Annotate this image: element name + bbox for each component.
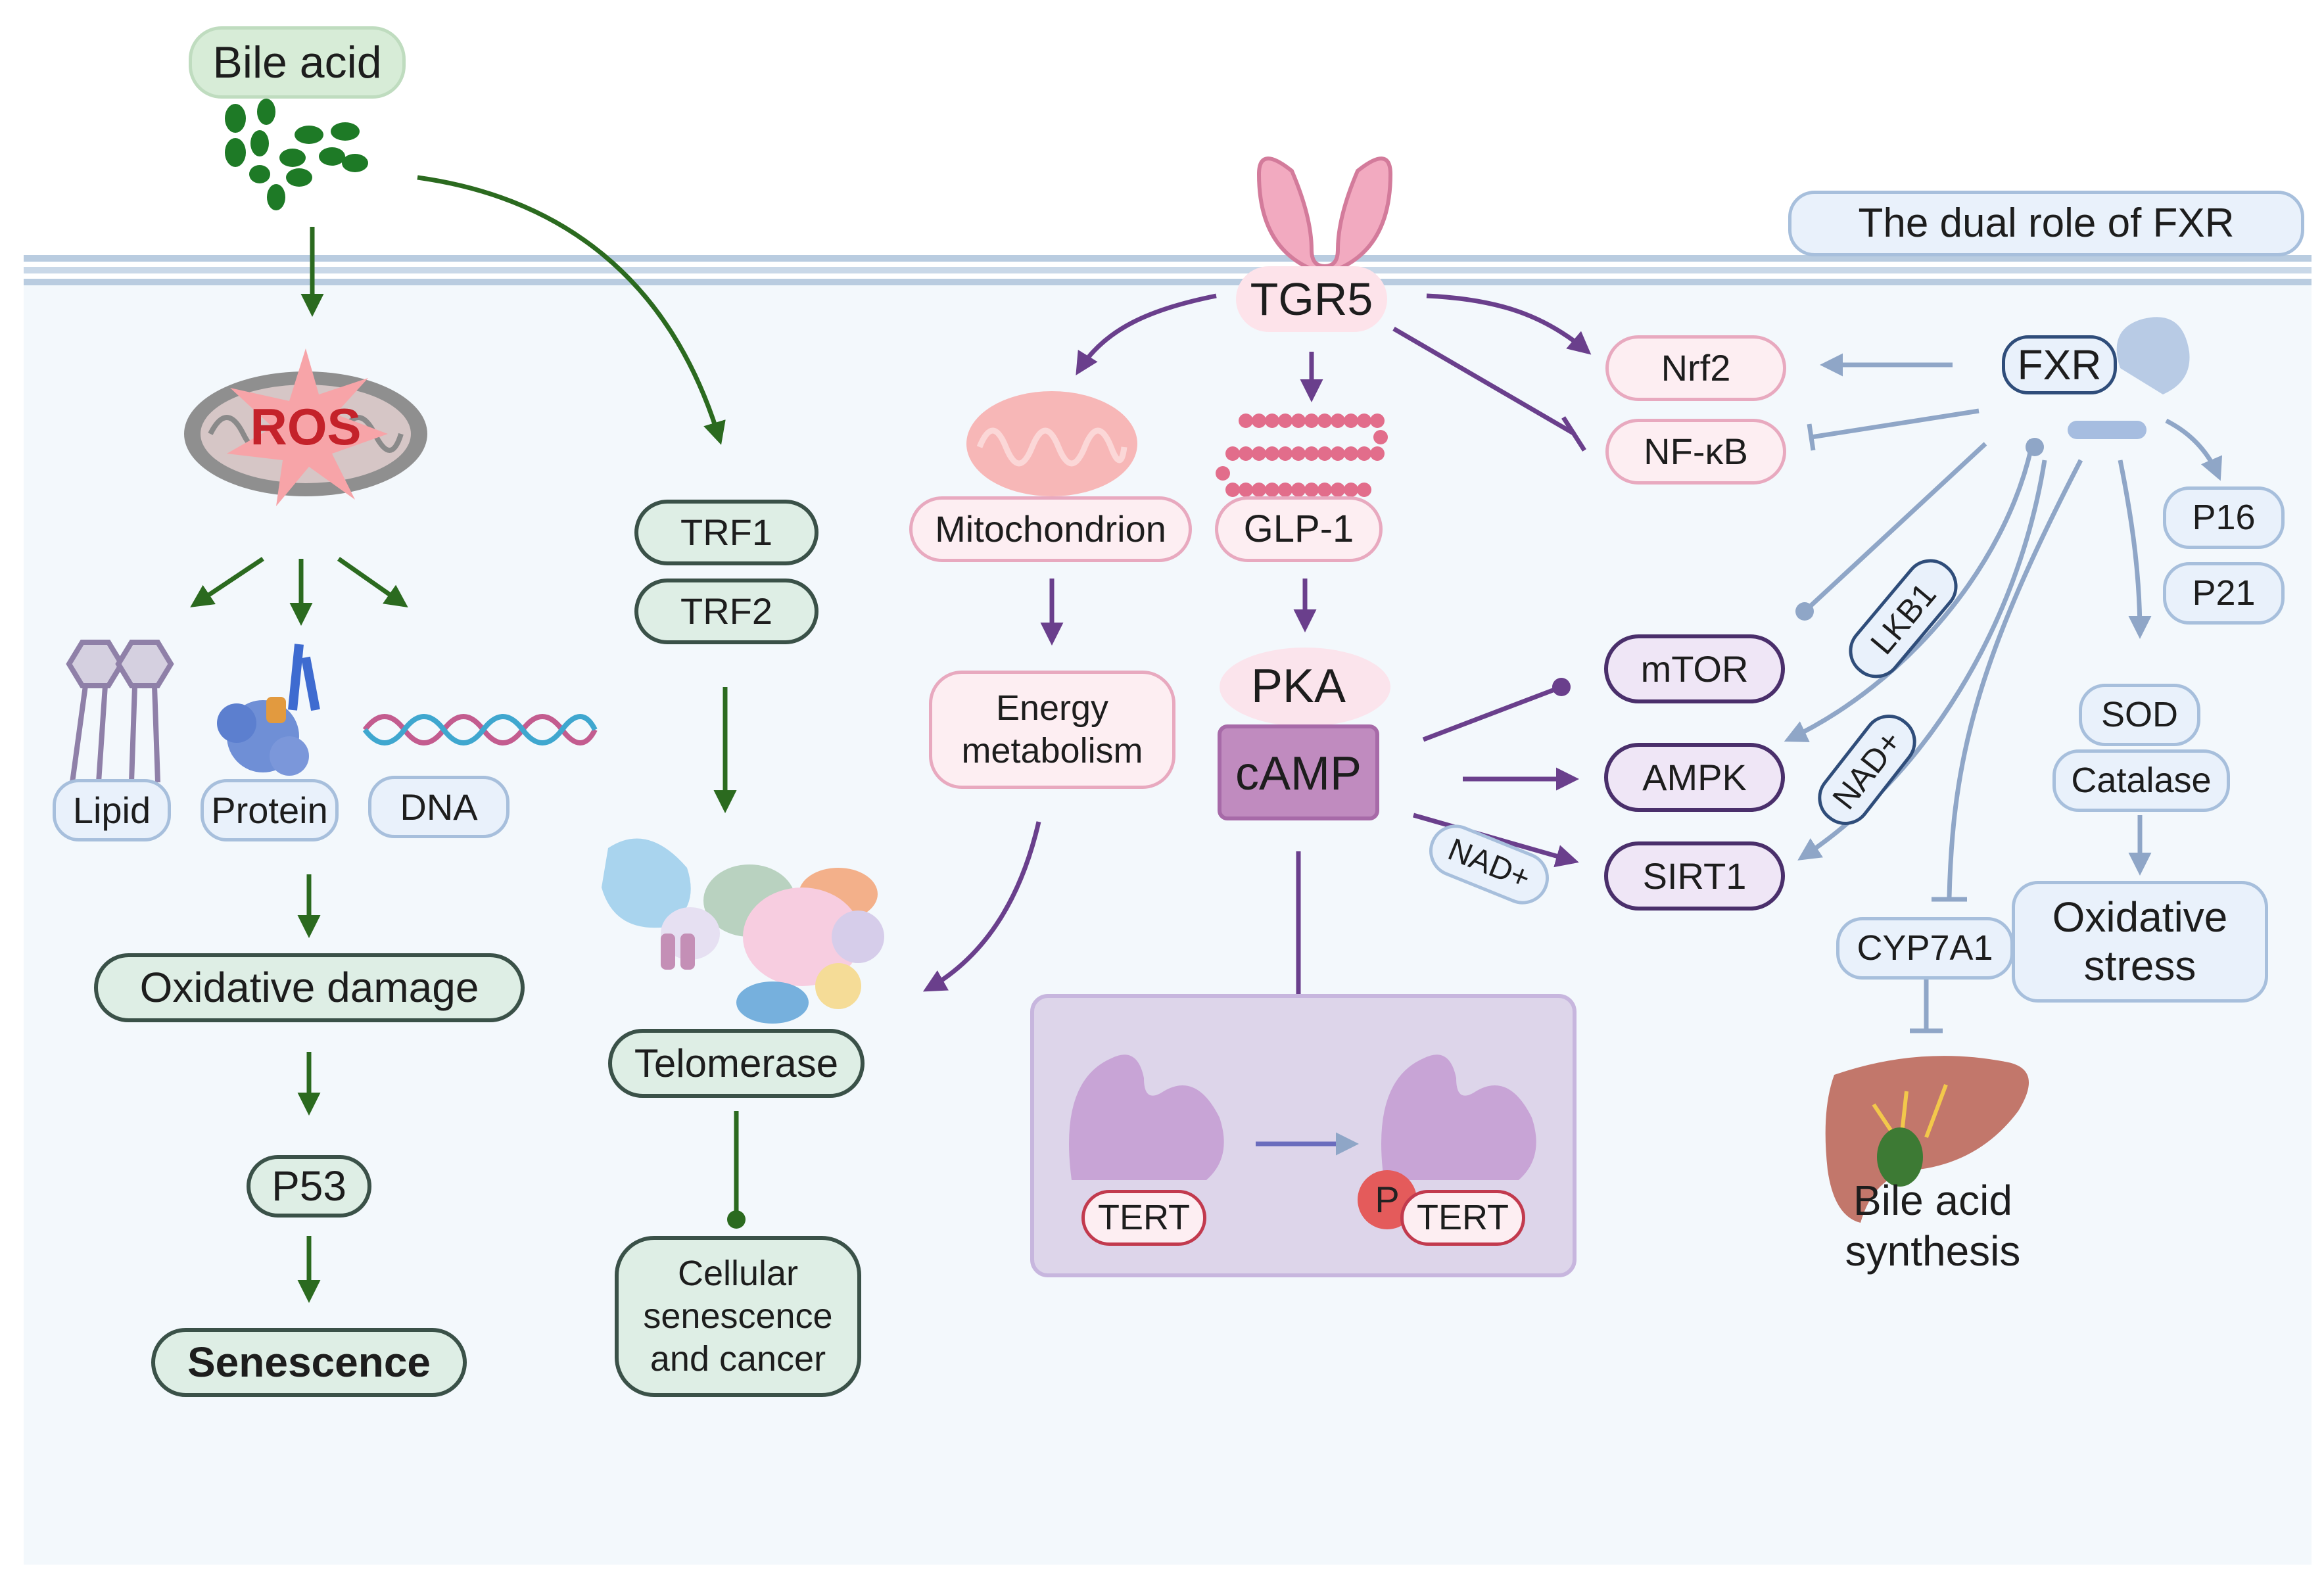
glp1-bead [1357, 414, 1371, 428]
trf1-label: TRF1 [634, 500, 818, 565]
bile-acid-granules-icon [225, 99, 368, 210]
sod-label: SOD [2079, 684, 2200, 746]
fxr-label: FXR [2002, 335, 2117, 394]
senescence-label: Senescence [151, 1328, 467, 1397]
glp1-chain-icon [1216, 414, 1388, 497]
glp1-bead [1252, 483, 1266, 497]
nfkb-label: NF-κB [1605, 419, 1786, 485]
glp1-label: GLP-1 [1215, 496, 1383, 562]
glp1-bead [1304, 483, 1319, 497]
tert-right-label: TERT [1400, 1190, 1525, 1246]
glp1-bead [1344, 446, 1358, 461]
glp1-bead [1291, 446, 1306, 461]
glp1-bead [1357, 483, 1371, 497]
p53-label: P53 [247, 1155, 371, 1218]
nrf2-label: Nrf2 [1605, 335, 1786, 401]
glp1-bead [1252, 414, 1266, 428]
fxr-receptor-icon [2068, 317, 2190, 439]
glp1-bead [1331, 414, 1345, 428]
glp1-bead [1278, 483, 1292, 497]
fxr-pathway-arrows [1784, 353, 2223, 1033]
lipid-label: Lipid [53, 779, 171, 841]
mitochondrion-pink-icon [966, 391, 1137, 496]
ros-label: ROS [250, 398, 362, 456]
glp1-bead [1370, 414, 1385, 428]
glp1-bead [1239, 446, 1253, 461]
glp1-bead [1331, 483, 1345, 497]
glp1-bead [1357, 446, 1371, 461]
ampk-label: AMPK [1604, 743, 1785, 812]
cell-membrane [24, 255, 2312, 285]
mitochondrion-ros-icon [184, 348, 427, 506]
glp1-bead [1373, 430, 1388, 444]
cellular-senescence-label: Cellular senescence and cancer [615, 1236, 861, 1397]
oxidative-stress-label: Oxidative stress [2012, 881, 2268, 1003]
glp1-bead [1344, 414, 1358, 428]
catalase-label: Catalase [2052, 749, 2230, 812]
pka-camp-icon [1218, 648, 1390, 820]
trf2-label: TRF2 [634, 579, 818, 644]
phospho-label: P [1375, 1179, 1400, 1221]
dna-icon [362, 714, 598, 745]
protein-icon [217, 644, 320, 776]
bile-acid-synthesis-label: Bile acid synthesis [1845, 1177, 2021, 1275]
bile-pathway-arrows [190, 175, 746, 1303]
p21-label: P21 [2163, 562, 2285, 625]
glp1-bead [1225, 446, 1240, 461]
glp1-bead [1344, 483, 1358, 497]
bile-acid-label: Bile acid [189, 26, 406, 99]
telomerase-complex-icon [602, 838, 884, 1024]
glp1-bead [1239, 483, 1253, 497]
glp1-bead [1304, 446, 1319, 461]
energy-metabolism-label: Energy metabolism [929, 671, 1175, 789]
fxr-title-label: The dual role of FXR [1788, 191, 2304, 256]
glp1-bead [1265, 483, 1279, 497]
glp1-bead [1331, 446, 1345, 461]
lipid-icon [66, 640, 174, 783]
tert-right-icon [1381, 1054, 1536, 1180]
glp1-bead [1278, 414, 1292, 428]
glp1-bead [1317, 446, 1332, 461]
glp1-bead [1291, 414, 1306, 428]
glp1-bead [1317, 414, 1332, 428]
glp1-bead [1370, 446, 1385, 461]
sirt1-label: SIRT1 [1604, 841, 1785, 911]
glp1-bead [1252, 446, 1266, 461]
oxidative-damage-label: Oxidative damage [94, 953, 525, 1022]
glp1-bead [1304, 414, 1319, 428]
liver-icon [1825, 1056, 2029, 1223]
glp1-bead [1216, 466, 1230, 481]
mitochondrion-label: Mitochondrion [909, 496, 1192, 562]
cyp7a1-label: CYP7A1 [1836, 917, 2014, 980]
p16-label: P16 [2163, 486, 2285, 549]
glp1-bead [1291, 483, 1306, 497]
pka-label: PKA [1250, 660, 1346, 713]
tert-left-icon [1069, 1054, 1224, 1180]
glp1-bead [1317, 483, 1332, 497]
glp1-bead [1225, 483, 1240, 497]
protein-label: Protein [201, 779, 339, 841]
glp1-bead [1278, 446, 1292, 461]
glp1-bead [1239, 414, 1253, 428]
mtor-label: mTOR [1604, 634, 1785, 703]
glp1-bead [1265, 446, 1279, 461]
telomerase-label: Telomerase [608, 1029, 865, 1098]
tert-left-label: TERT [1081, 1190, 1206, 1246]
dna-label: DNA [368, 776, 510, 838]
camp-label: cAMP [1235, 747, 1362, 800]
glp1-bead [1265, 414, 1279, 428]
tgr5-label: TGR5 [1236, 266, 1387, 332]
